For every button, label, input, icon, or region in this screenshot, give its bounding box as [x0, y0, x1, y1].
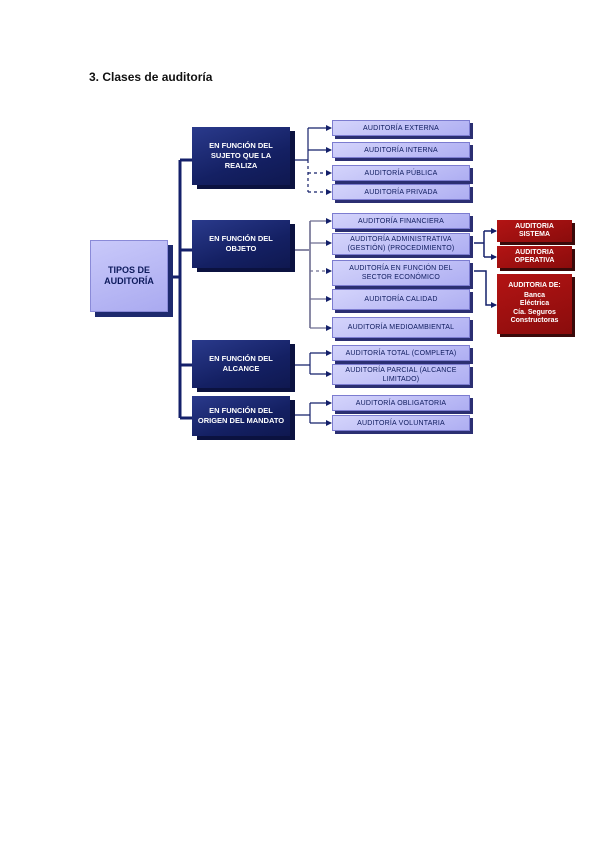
leaf-obligatoria: AUDITORÍA OBLIGATORIA [332, 395, 470, 411]
leaf-privada: AUDITORÍA PRIVADA [332, 184, 470, 200]
leaf-sector: AUDITORÍA EN FUNCIÓN DEL SECTOR ECONÓMIC… [332, 260, 470, 286]
leaf-label: AUDITORÍA FINANCIERA [358, 217, 444, 225]
leaf-label: AUDITORÍA CALIDAD [364, 296, 438, 303]
sub-leaf-label: AUDITORIA SISTEMA [515, 222, 554, 239]
category-alcance: EN FUNCIÓN DEL ALCANCE [192, 340, 290, 388]
page-heading: 3. Clases de auditoría [89, 70, 213, 84]
leaf-administrativa: AUDITORÍA ADMINISTRATIVA (GESTIÓN) (PROC… [332, 233, 470, 255]
leaf-label: AUDITORÍA TOTAL (COMPLETA) [345, 349, 457, 357]
sector-box: AUDITORIA DE: Banca Eléctrica Cía. Segur… [497, 274, 572, 334]
category-label: EN FUNCIÓN DEL SUJETO QUE LA REALIZA [209, 141, 273, 170]
leaf-externa: AUDITORÍA EXTERNA [332, 120, 470, 136]
sector-item: Constructoras [510, 317, 559, 325]
leaf-label: AUDITORÍA PÚBLICA [364, 169, 438, 177]
leaf-medioambiental: AUDITORÍA MEDIOAMBIENTAL [332, 317, 470, 338]
root-label: TIPOS DE AUDITORÍA [104, 265, 154, 286]
sub-leaf-sistema: AUDITORIA SISTEMA [497, 220, 572, 242]
root-node: TIPOS DE AUDITORÍA [90, 240, 168, 312]
leaf-total: AUDITORÍA TOTAL (COMPLETA) [332, 345, 470, 361]
sub-leaf-operativa: AUDITORIA OPERATIVA [497, 246, 572, 268]
sector-title: AUDITORIA DE: [508, 282, 561, 290]
arrow-sector-red [474, 270, 497, 308]
category-label: EN FUNCIÓN DEL ALCANCE [209, 354, 273, 373]
category-objeto: EN FUNCIÓN DEL OBJETO [192, 220, 290, 268]
leaf-interna: AUDITORÍA INTERNA [332, 142, 470, 158]
sector-item: Banca [523, 291, 545, 299]
leaf-label: AUDITORÍA PRIVADA [364, 188, 438, 196]
leaf-label: AUDITORÍA EN FUNCIÓN DEL SECTOR ECONÓMIC… [349, 265, 453, 281]
leaf-label: AUDITORÍA MEDIOAMBIENTAL [347, 324, 455, 331]
sector-item: Eléctrica [519, 300, 550, 308]
leaf-voluntaria: AUDITORÍA VOLUNTARIA [332, 415, 470, 431]
category-mandato: EN FUNCIÓN DEL ORIGEN DEL MANDATO [192, 396, 290, 436]
leaf-financiera: AUDITORÍA FINANCIERA [332, 213, 470, 229]
sub-leaf-label: AUDITORIA OPERATIVA [514, 248, 555, 265]
category-label: EN FUNCIÓN DEL ORIGEN DEL MANDATO [197, 406, 285, 425]
leaf-parcial: AUDITORÍA PARCIAL (ALCANCE LIMITADO) [332, 364, 470, 385]
category-label: EN FUNCIÓN DEL OBJETO [209, 234, 273, 253]
leaf-label: AUDITORÍA PARCIAL (ALCANCE LIMITADO) [345, 366, 457, 383]
leaf-label: AUDITORÍA ADMINISTRATIVA (GESTIÓN) (PROC… [347, 236, 455, 252]
leaf-label: AUDITORÍA OBLIGATORIA [355, 399, 447, 407]
leaf-label: AUDITORÍA VOLUNTARIA [357, 419, 445, 427]
leaf-label: AUDITORÍA INTERNA [364, 146, 438, 154]
sector-item: Cía. Seguros [513, 308, 556, 316]
category-sujeto: EN FUNCIÓN DEL SUJETO QUE LA REALIZA [192, 127, 290, 185]
leaf-label: AUDITORÍA EXTERNA [362, 124, 439, 132]
leaf-publica: AUDITORÍA PÚBLICA [332, 165, 470, 181]
leaf-calidad: AUDITORÍA CALIDAD [332, 289, 470, 310]
